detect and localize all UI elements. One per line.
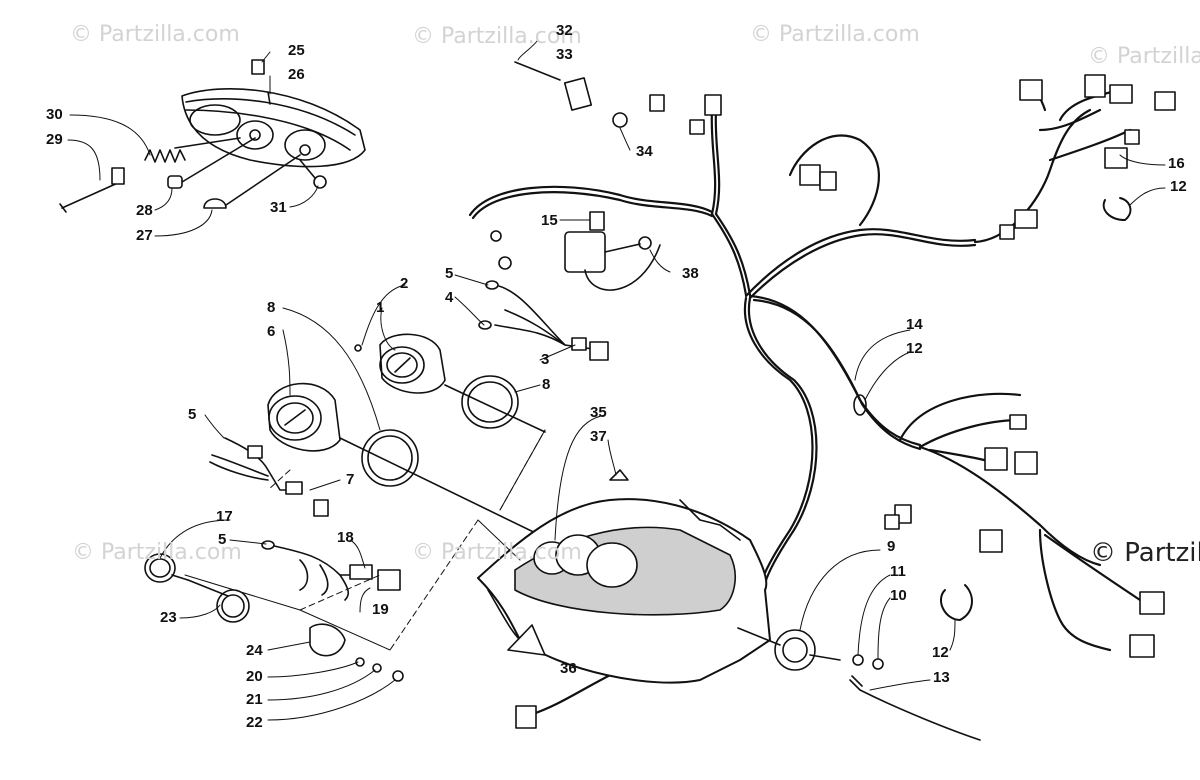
callout-12: 12 [1170,178,1187,195]
bolt-32 [514,61,561,81]
callout-32: 32 [556,22,573,39]
callout-33: 33 [556,46,573,63]
callout-14: 14 [906,316,923,333]
callout-2: 2 [400,275,409,292]
main-wiring-harness [468,88,1142,717]
small-gauge-assembly [144,553,404,682]
clamps [853,197,1132,621]
callout-23: 23 [160,609,177,626]
gauge-sub-harness [478,280,609,361]
callout-5: 5 [445,265,454,282]
callout-34: 34 [636,143,653,160]
callout-4: 4 [445,289,454,306]
callout-10: 10 [890,587,907,604]
watermark: © Partzilla.com [750,22,920,47]
callout-8: 8 [267,299,276,316]
callout-12: 12 [906,340,923,357]
speed-sensor-assembly [737,627,981,741]
callout-11: 11 [890,563,906,580]
callout-5: 5 [218,531,227,548]
leader-lines [67,39,1166,721]
callout-38: 38 [682,265,699,282]
fuse-holder [564,211,661,291]
callout-36: 36 [560,660,577,677]
callout-25: 25 [288,42,305,59]
callout-20: 20 [246,668,263,685]
callout-1: 1 [376,299,385,316]
callout-7: 7 [346,471,355,488]
callout-22: 22 [246,714,263,731]
callout-15: 15 [541,212,558,229]
callout-6: 6 [267,323,276,340]
watermark: © Partzilla.com [72,540,242,565]
callout-19: 19 [372,601,389,618]
nut-34 [612,112,628,128]
tachometer-gauge [354,333,546,433]
speedometer-gauge [267,382,551,541]
callout-3: 3 [541,351,550,368]
callout-18: 18 [337,529,354,546]
decal-36 [507,624,546,656]
callout-24: 24 [246,642,263,659]
callout-5: 5 [188,406,197,423]
solid-guides [184,429,546,651]
callout-27: 27 [136,227,153,244]
callout-16: 16 [1168,155,1185,172]
callout-31: 31 [270,199,287,216]
callout-12: 12 [932,644,949,661]
gauge-bezels [216,375,519,623]
callout-30: 30 [46,106,63,123]
callout-35: 35 [590,404,607,421]
callout-17: 17 [216,508,233,525]
callout-28: 28 [136,202,153,219]
watermark: © Partzilla.com [412,24,582,49]
watermark: © Partzilla.com [70,22,240,47]
callout-29: 29 [46,131,63,148]
headlight-assembly [59,59,366,213]
callout-21: 21 [246,691,263,708]
harness-connectors [490,74,1176,729]
callout-9: 9 [887,538,896,555]
watermark: © Partzilla.com [412,540,582,565]
callout-26: 26 [288,66,305,83]
watermark: © Partzilla.com [1088,44,1200,69]
callout-13: 13 [933,669,950,686]
indicator-harnesses [209,437,401,601]
watermark: © Partzilla [1090,538,1200,568]
callout-37: 37 [590,428,607,445]
callout-8: 8 [542,376,551,393]
